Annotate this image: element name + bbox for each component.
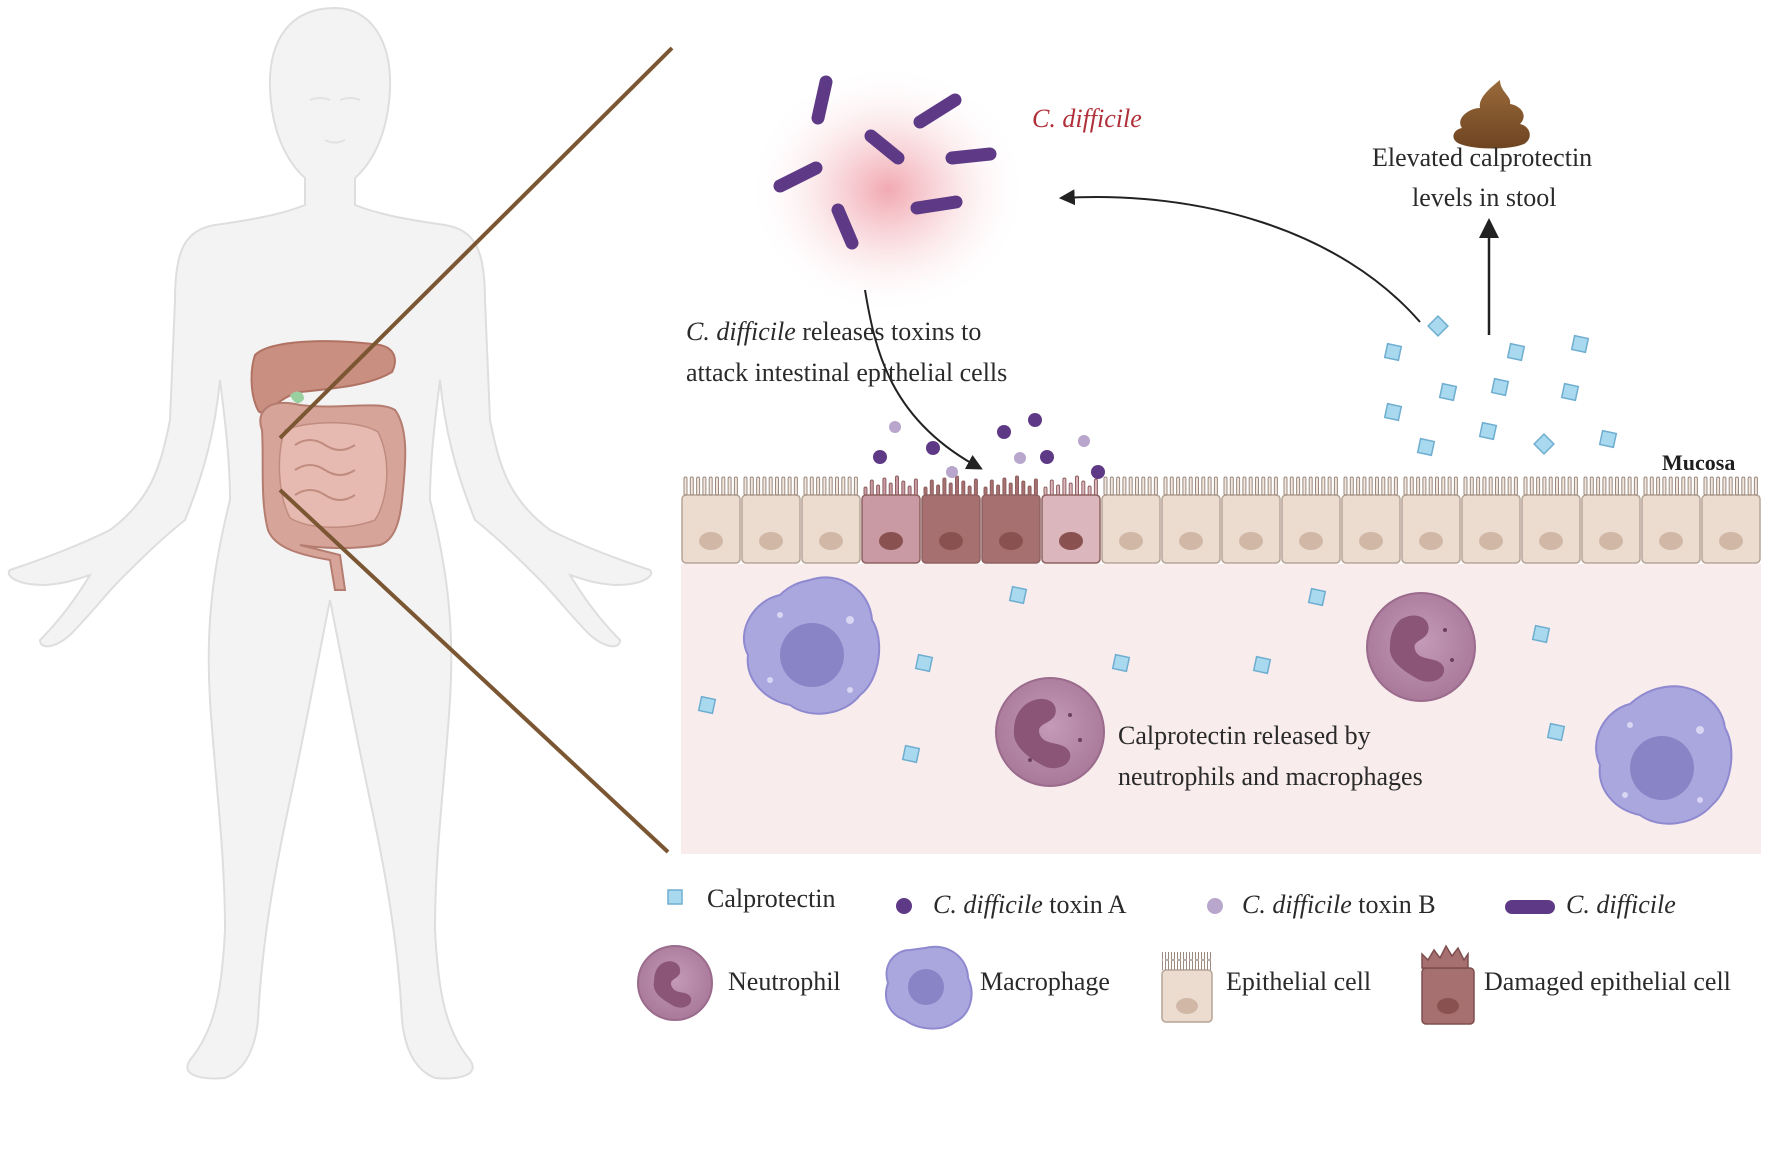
- epithelial-cell: [741, 476, 801, 564]
- calprotectin-particle: [1427, 315, 1449, 337]
- legend-epithelial-label: Epithelial cell: [1226, 967, 1372, 996]
- calprotectin-particle: [1531, 624, 1551, 644]
- calprotectin-particles: [697, 315, 1618, 764]
- legend-toxin-a-swatch: [896, 898, 912, 914]
- calprotectin-particle: [1438, 382, 1458, 402]
- toxin-arrow: [864, 289, 983, 470]
- epithelial-cell: [1401, 476, 1461, 564]
- calprotectin-particle: [1560, 382, 1580, 402]
- damaged-epithelial-cell: [861, 475, 921, 564]
- calprotectin-particle: [1598, 429, 1618, 449]
- legend-neutrophil-swatch: [637, 945, 713, 1021]
- epithelial-cell: [1161, 476, 1221, 564]
- damaged-epithelial-cell: [1041, 475, 1101, 564]
- legend-toxin-a-italic: C. difficile: [933, 890, 1043, 919]
- elevated-calprotectin-line1: Elevated calprotectin: [1372, 143, 1593, 172]
- releases-toxins-line1: C. difficile releases toxins to: [686, 311, 981, 352]
- epithelial-cell: [1581, 476, 1641, 564]
- calprotectin-particle: [1416, 437, 1436, 457]
- damaged-epithelial-cell: [981, 475, 1041, 564]
- calprotectin-particle: [1546, 722, 1566, 742]
- releases-italic: C. difficile: [686, 317, 796, 346]
- damaged-epithelial-cell: [921, 475, 981, 564]
- calprotectin-released-line1: Calprotectin released by: [1118, 721, 1371, 750]
- c-difficile-label: C. difficile: [1032, 104, 1142, 133]
- epithelial-cell: [1221, 476, 1281, 564]
- legend-toxin-a-rest: toxin A: [1042, 890, 1127, 919]
- epithelial-cell: [1101, 476, 1161, 564]
- calprotectin-particle: [1307, 587, 1327, 607]
- legend-toxin-a-label: C. difficile toxin A: [933, 890, 1127, 920]
- legend-icons: [637, 889, 1555, 1030]
- zoom-connector-lines: [278, 46, 674, 854]
- legend-macrophage-swatch: [885, 945, 973, 1030]
- toxin-particles: [873, 413, 1105, 479]
- legend-calprotectin-label: Calprotectin: [707, 884, 836, 913]
- legend-macrophage-label: Macrophage: [980, 967, 1110, 996]
- epithelial-cell: [1521, 476, 1581, 564]
- calprotectin-particle: [697, 695, 717, 715]
- releases-rest: releases toxins to: [795, 317, 982, 346]
- calprotectin-particle: [1478, 421, 1498, 441]
- calprotectin-particle: [1383, 402, 1403, 422]
- epithelial-layer: [681, 475, 1761, 564]
- calprotectin-released-line2: neutrophils and macrophages: [1118, 762, 1423, 791]
- calprotectin-particle: [1383, 342, 1403, 362]
- legend-epithelial-swatch: [1161, 952, 1213, 1023]
- calprotectin-particle: [1570, 334, 1590, 354]
- calprotectin-particle: [1252, 655, 1272, 675]
- calprotectin-particle: [914, 653, 934, 673]
- feedback-arrow: [1058, 189, 1421, 323]
- calprotectin-particle: [1008, 585, 1028, 605]
- legend-calprotectin-swatch: [667, 889, 683, 905]
- legend-neutrophil-label: Neutrophil: [728, 967, 841, 996]
- legend-damaged-swatch: [1421, 944, 1475, 1025]
- legend-cdiff-label: C. difficile: [1566, 890, 1676, 919]
- epithelial-cell: [1461, 476, 1521, 564]
- macrophage-2: [1595, 685, 1733, 825]
- c-difficile-cluster: [748, 65, 1028, 315]
- calprotectin-particle: [1506, 342, 1526, 362]
- small-intestine: [278, 422, 388, 528]
- calprotectin-particle: [1111, 653, 1131, 673]
- epithelial-cell: [1341, 476, 1401, 564]
- macrophage-1: [742, 576, 881, 715]
- legend-toxin-b-swatch: [1207, 898, 1223, 914]
- legend-toxin-b-rest: toxin B: [1351, 890, 1436, 919]
- stool-icon: [1453, 80, 1530, 149]
- epithelial-cell: [1281, 476, 1341, 564]
- mucosa-label: Mucosa: [1662, 450, 1736, 475]
- legend-toxin-b-label: C. difficile toxin B: [1242, 890, 1436, 920]
- epithelial-cell: [801, 476, 861, 564]
- calprotectin-particle: [1533, 433, 1555, 455]
- calprotectin-particle: [901, 744, 921, 764]
- epithelial-cell: [1641, 476, 1701, 564]
- elevated-calprotectin-line2: levels in stool: [1412, 183, 1557, 212]
- legend-damaged-label: Damaged epithelial cell: [1484, 967, 1731, 996]
- calprotectin-particle: [1490, 377, 1510, 397]
- legend-cdiff-swatch: [1505, 900, 1555, 914]
- legend-toxin-b-italic: C. difficile: [1242, 890, 1352, 919]
- neutrophil-2: [1366, 592, 1476, 702]
- epithelial-cell: [681, 476, 741, 564]
- releases-toxins-line2: attack intestinal epithelial cells: [686, 358, 1008, 387]
- neutrophil-1: [995, 677, 1105, 787]
- epithelial-cell: [1701, 476, 1761, 564]
